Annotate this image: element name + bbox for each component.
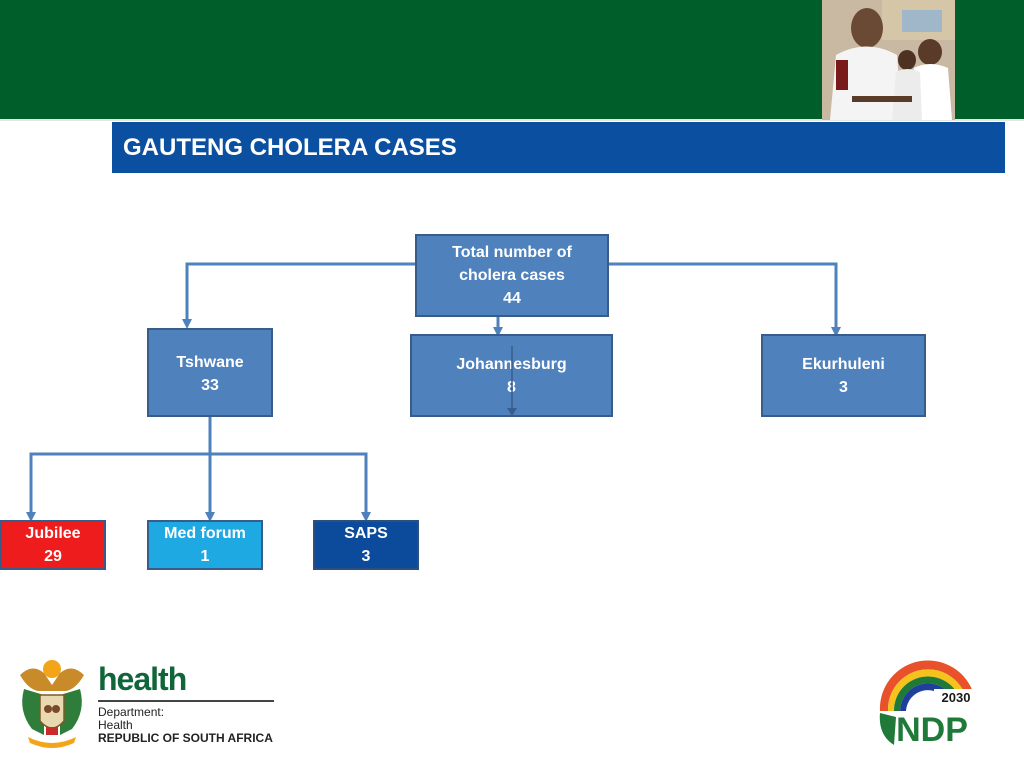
- health-wordmark: health: [98, 661, 187, 697]
- total-cases-count: 44: [503, 290, 521, 307]
- department-of-health-logo: health Department: Health REPUBLIC OF SO…: [14, 655, 279, 751]
- district-name: Ekurhuleni: [802, 355, 885, 373]
- sub-box-jubilee: Jubilee 29: [0, 520, 106, 570]
- sub-count: 3: [361, 548, 371, 565]
- district-count: 33: [201, 377, 219, 394]
- district-box-tshwane: Tshwane 33: [147, 328, 273, 417]
- sub-name: Jubilee: [25, 525, 81, 542]
- header-divider: [0, 119, 1024, 121]
- dept-line-1: Department:: [98, 705, 165, 719]
- total-cases-label-line1: Total number of: [452, 244, 572, 261]
- coat-of-arms-icon: [20, 660, 84, 748]
- header-photo: [822, 0, 955, 120]
- slide-title: GAUTENG CHOLERA CASES: [112, 122, 1005, 173]
- ndp-letters: NDP: [896, 711, 968, 747]
- johannesburg-inner-arrow: [507, 346, 517, 416]
- sub-box-saps: SAPS 3: [313, 520, 419, 570]
- sub-count: 1: [200, 548, 210, 565]
- ndp-2030-logo: 2030 NDP: [874, 655, 982, 749]
- sub-box-med-forum: Med forum 1: [147, 520, 263, 570]
- sub-count: 29: [44, 548, 62, 565]
- dept-line-2: Health: [98, 718, 133, 732]
- total-cases-box: Total number of cholera cases 44: [415, 234, 609, 317]
- sub-name: Med forum: [164, 525, 246, 542]
- district-box-ekurhuleni: Ekurhuleni 3: [761, 334, 926, 417]
- health-logo-rule: [98, 700, 274, 702]
- district-count: 3: [839, 378, 848, 396]
- sub-name: SAPS: [344, 525, 388, 542]
- ndp-year: 2030: [942, 690, 971, 705]
- district-name: Tshwane: [176, 354, 244, 371]
- dept-line-3: REPUBLIC OF SOUTH AFRICA: [98, 731, 273, 745]
- total-cases-label-line2: cholera cases: [459, 267, 565, 284]
